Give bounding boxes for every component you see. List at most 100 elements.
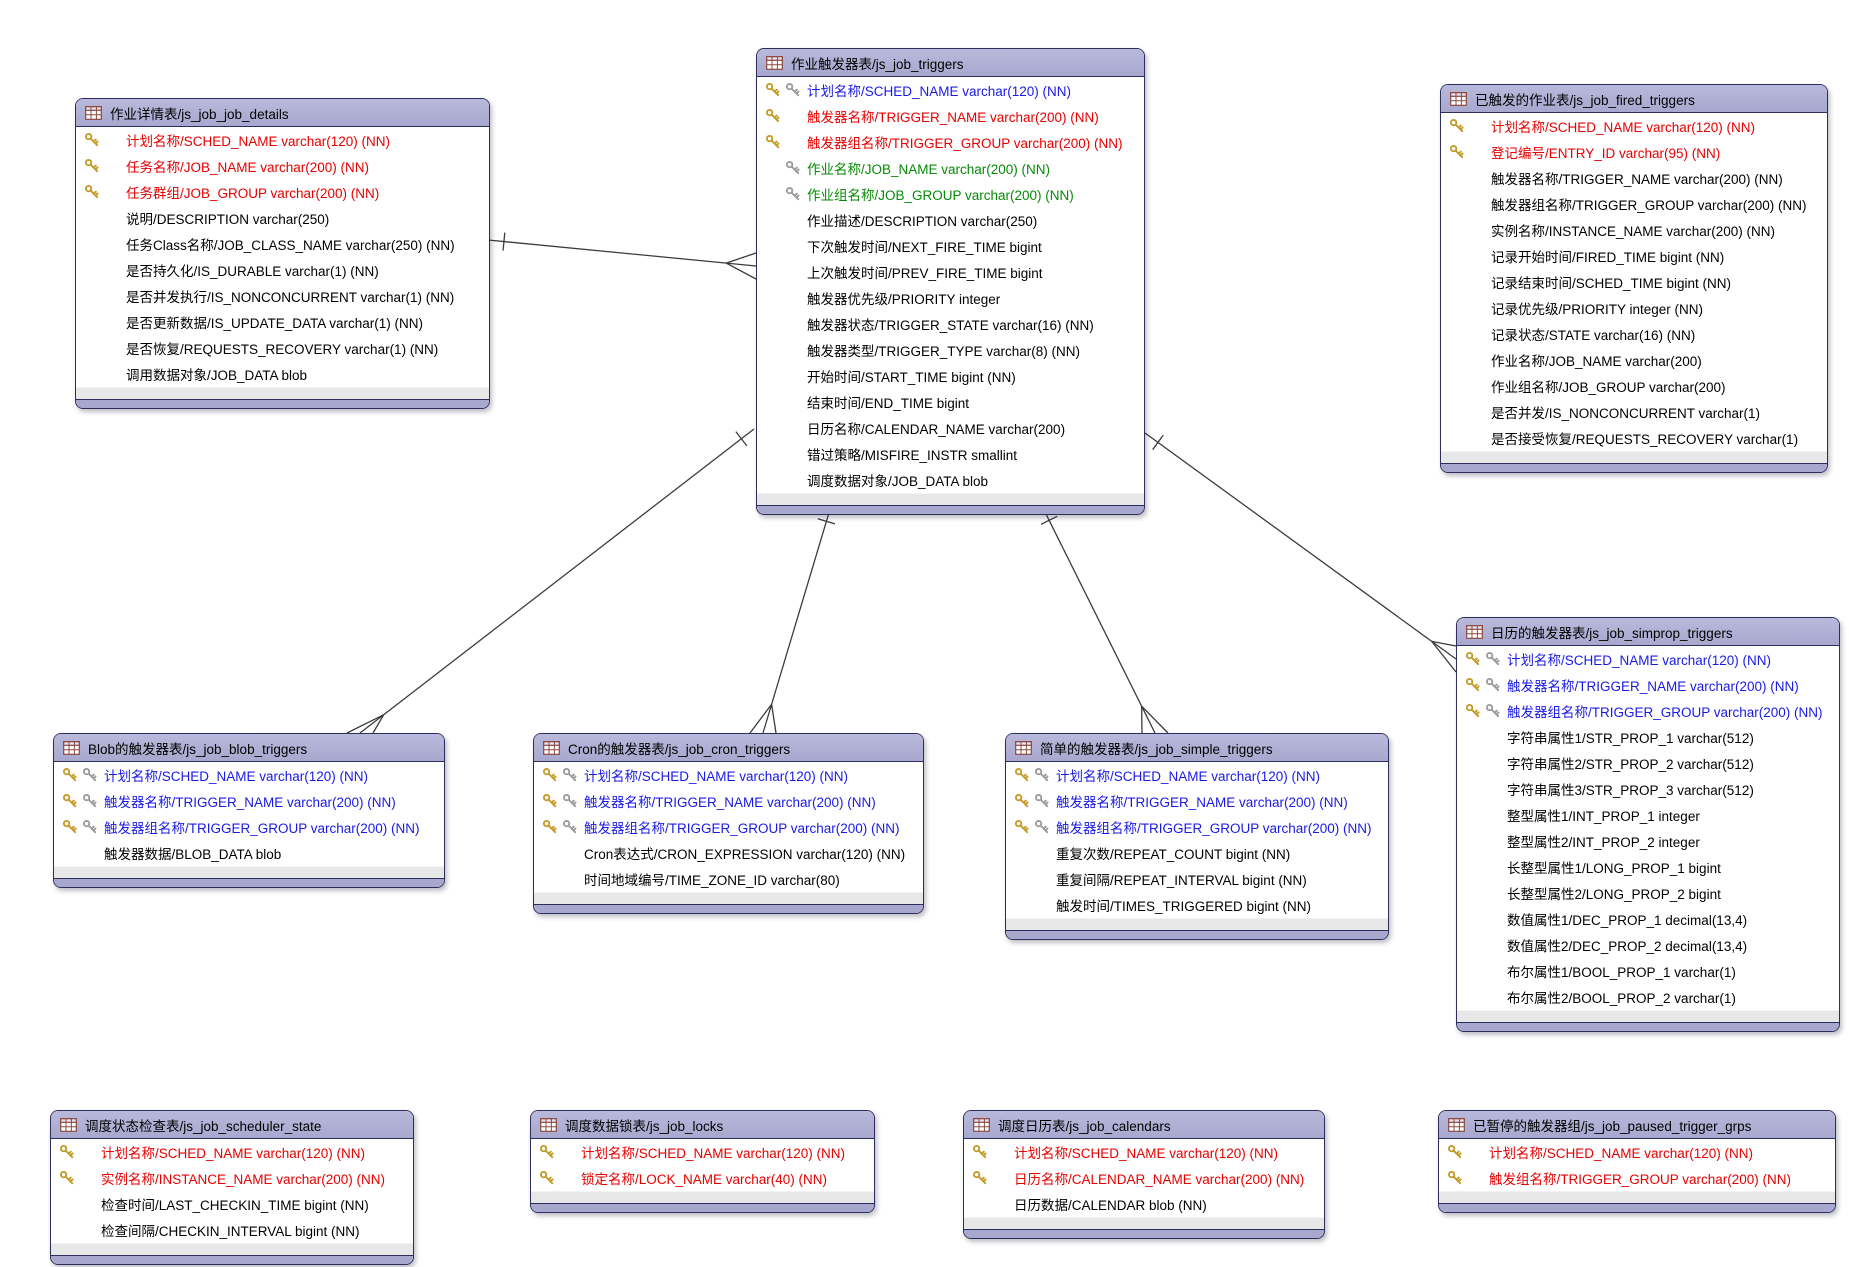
table-column-row[interactable]: 触发器组名称/TRIGGER_GROUP varchar(200) (NN) (1441, 191, 1827, 217)
relationship-triggers-to-blob[interactable] (346, 428, 755, 734)
table-header[interactable]: 调度状态检查表/js_job_scheduler_state (51, 1111, 413, 1139)
table-column-row[interactable]: 计划名称/SCHED_NAME varchar(120) (NN) (534, 762, 923, 788)
table-column-row[interactable]: 长整型属性1/LONG_PROP_1 bigint (1457, 854, 1839, 880)
table-column-row[interactable]: 字符串属性1/STR_PROP_1 varchar(512) (1457, 724, 1839, 750)
table-column-row[interactable]: 计划名称/SCHED_NAME varchar(120) (NN) (1457, 646, 1839, 672)
table-column-row[interactable]: 日历名称/CALENDAR_NAME varchar(200) (757, 415, 1144, 441)
table-header[interactable]: 已暂停的触发器组/js_job_paused_trigger_grps (1439, 1111, 1835, 1139)
table-column-row[interactable]: 触发器组名称/TRIGGER_GROUP varchar(200) (NN) (534, 814, 923, 840)
table-column-row[interactable]: 布尔属性2/BOOL_PROP_2 varchar(1) (1457, 984, 1839, 1010)
table-column-row[interactable]: 触发器数据/BLOB_DATA blob (54, 840, 444, 866)
table-header[interactable]: 调度数据锁表/js_job_locks (531, 1111, 874, 1139)
table-column-row[interactable]: 作业组名称/JOB_GROUP varchar(200) (NN) (757, 181, 1144, 207)
table-column-row[interactable]: 字符串属性3/STR_PROP_3 varchar(512) (1457, 776, 1839, 802)
table-column-row[interactable]: 计划名称/SCHED_NAME varchar(120) (NN) (1441, 113, 1827, 139)
relationship-details-to-triggers[interactable] (487, 232, 757, 280)
table-column-row[interactable]: 任务群组/JOB_GROUP varchar(200) (NN) (76, 179, 489, 205)
table-column-row[interactable]: 任务名称/JOB_NAME varchar(200) (NN) (76, 153, 489, 179)
table-column-row[interactable]: 记录状态/STATE varchar(16) (NN) (1441, 321, 1827, 347)
er-table-js_job_blob_triggers[interactable]: Blob的触发器表/js_job_blob_triggers 计划名称/SCHE… (53, 733, 445, 888)
table-column-row[interactable]: 布尔属性1/BOOL_PROP_1 varchar(1) (1457, 958, 1839, 984)
table-column-row[interactable]: 计划名称/SCHED_NAME varchar(120) (NN) (964, 1139, 1324, 1165)
table-column-row[interactable]: 日历数据/CALENDAR blob (NN) (964, 1191, 1324, 1217)
table-column-row[interactable]: 是否并发/IS_NONCONCURRENT varchar(1) (1441, 399, 1827, 425)
table-column-row[interactable]: 计划名称/SCHED_NAME varchar(120) (NN) (1006, 762, 1388, 788)
er-table-js_job_simprop_triggers[interactable]: 日历的触发器表/js_job_simprop_triggers 计划名称/SCH… (1456, 617, 1840, 1032)
table-column-row[interactable]: 计划名称/SCHED_NAME varchar(120) (NN) (51, 1139, 413, 1165)
table-column-row[interactable]: 触发器状态/TRIGGER_STATE varchar(16) (NN) (757, 311, 1144, 337)
table-column-row[interactable]: 计划名称/SCHED_NAME varchar(120) (NN) (1439, 1139, 1835, 1165)
table-column-row[interactable]: 计划名称/SCHED_NAME varchar(120) (NN) (757, 77, 1144, 103)
table-column-row[interactable]: 任务Class名称/JOB_CLASS_NAME varchar(250) (N… (76, 231, 489, 257)
table-column-row[interactable]: 触发器名称/TRIGGER_NAME varchar(200) (NN) (1457, 672, 1839, 698)
table-column-row[interactable]: 记录结束时间/SCHED_TIME bigint (NN) (1441, 269, 1827, 295)
er-table-js_job_scheduler_state[interactable]: 调度状态检查表/js_job_scheduler_state 计划名称/SCHE… (50, 1110, 414, 1265)
relationship-triggers-to-simple[interactable] (1040, 505, 1169, 734)
table-column-row[interactable]: 锁定名称/LOCK_NAME varchar(40) (NN) (531, 1165, 874, 1191)
table-column-row[interactable]: 计划名称/SCHED_NAME varchar(120) (NN) (531, 1139, 874, 1165)
table-column-row[interactable]: Cron表达式/CRON_EXPRESSION varchar(120) (NN… (534, 840, 923, 866)
table-column-row[interactable]: 长整型属性2/LONG_PROP_2 bigint (1457, 880, 1839, 906)
table-column-row[interactable]: 作业名称/JOB_NAME varchar(200) (1441, 347, 1827, 373)
table-column-row[interactable]: 下次触发时间/NEXT_FIRE_TIME bigint (757, 233, 1144, 259)
table-column-row[interactable]: 检查间隔/CHECKIN_INTERVAL bigint (NN) (51, 1217, 413, 1243)
table-column-row[interactable]: 触发器名称/TRIGGER_NAME varchar(200) (NN) (1006, 788, 1388, 814)
table-column-row[interactable]: 结束时间/END_TIME bigint (757, 389, 1144, 415)
table-column-row[interactable]: 计划名称/SCHED_NAME varchar(120) (NN) (54, 762, 444, 788)
er-table-js_job_fired_triggers[interactable]: 已触发的作业表/js_job_fired_triggers 计划名称/SCHED… (1440, 84, 1828, 473)
table-column-row[interactable]: 触发器名称/TRIGGER_NAME varchar(200) (NN) (757, 103, 1144, 129)
table-column-row[interactable]: 上次触发时间/PREV_FIRE_TIME bigint (757, 259, 1144, 285)
er-table-js_job_simple_triggers[interactable]: 简单的触发器表/js_job_simple_triggers 计划名称/SCHE… (1005, 733, 1389, 940)
table-column-row[interactable]: 字符串属性2/STR_PROP_2 varchar(512) (1457, 750, 1839, 776)
table-header[interactable]: 日历的触发器表/js_job_simprop_triggers (1457, 618, 1839, 646)
table-column-row[interactable]: 记录优先级/PRIORITY integer (NN) (1441, 295, 1827, 321)
table-column-row[interactable]: 作业组名称/JOB_GROUP varchar(200) (1441, 373, 1827, 399)
table-column-row[interactable]: 作业名称/JOB_NAME varchar(200) (NN) (757, 155, 1144, 181)
table-column-row[interactable]: 触发时间/TIMES_TRIGGERED bigint (NN) (1006, 892, 1388, 918)
table-column-row[interactable]: 实例名称/INSTANCE_NAME varchar(200) (NN) (1441, 217, 1827, 243)
table-column-row[interactable]: 是否更新数据/IS_UPDATE_DATA varchar(1) (NN) (76, 309, 489, 335)
table-column-row[interactable]: 是否恢复/REQUESTS_RECOVERY varchar(1) (NN) (76, 335, 489, 361)
table-column-row[interactable]: 重复次数/REPEAT_COUNT bigint (NN) (1006, 840, 1388, 866)
er-table-js_job_cron_triggers[interactable]: Cron的触发器表/js_job_cron_triggers 计划名称/SCHE… (533, 733, 924, 914)
table-column-row[interactable]: 触发器组名称/TRIGGER_GROUP varchar(200) (NN) (1006, 814, 1388, 840)
table-column-row[interactable]: 检查时间/LAST_CHECKIN_TIME bigint (NN) (51, 1191, 413, 1217)
table-column-row[interactable]: 登记编号/ENTRY_ID varchar(95) (NN) (1441, 139, 1827, 165)
table-column-row[interactable]: 错过策略/MISFIRE_INSTR smallint (757, 441, 1144, 467)
table-column-row[interactable]: 日历名称/CALENDAR_NAME varchar(200) (NN) (964, 1165, 1324, 1191)
table-column-row[interactable]: 整型属性2/INT_PROP_2 integer (1457, 828, 1839, 854)
table-header[interactable]: Blob的触发器表/js_job_blob_triggers (54, 734, 444, 762)
table-column-row[interactable]: 触发器组名称/TRIGGER_GROUP varchar(200) (NN) (757, 129, 1144, 155)
table-column-row[interactable]: 触发器组名称/TRIGGER_GROUP varchar(200) (NN) (54, 814, 444, 840)
table-column-row[interactable]: 记录开始时间/FIRED_TIME bigint (NN) (1441, 243, 1827, 269)
table-header[interactable]: 作业详情表/js_job_job_details (76, 99, 489, 127)
table-column-row[interactable]: 调用数据对象/JOB_DATA blob (76, 361, 489, 387)
er-table-js_job_paused_trigger_grps[interactable]: 已暂停的触发器组/js_job_paused_trigger_grps 计划名称… (1438, 1110, 1836, 1213)
table-header[interactable]: 简单的触发器表/js_job_simple_triggers (1006, 734, 1388, 762)
table-column-row[interactable]: 时间地域编号/TIME_ZONE_ID varchar(80) (534, 866, 923, 892)
table-column-row[interactable]: 数值属性1/DEC_PROP_1 decimal(13,4) (1457, 906, 1839, 932)
table-header[interactable]: Cron的触发器表/js_job_cron_triggers (534, 734, 923, 762)
table-column-row[interactable]: 实例名称/INSTANCE_NAME varchar(200) (NN) (51, 1165, 413, 1191)
table-column-row[interactable]: 是否持久化/IS_DURABLE varchar(1) (NN) (76, 257, 489, 283)
table-column-row[interactable]: 触发组名称/TRIGGER_GROUP varchar(200) (NN) (1439, 1165, 1835, 1191)
table-header[interactable]: 已触发的作业表/js_job_fired_triggers (1441, 85, 1827, 113)
table-column-row[interactable]: 说明/DESCRIPTION varchar(250) (76, 205, 489, 231)
er-table-js_job_locks[interactable]: 调度数据锁表/js_job_locks 计划名称/SCHED_NAME varc… (530, 1110, 875, 1213)
er-table-js_job_triggers[interactable]: 作业触发器表/js_job_triggers 计划名称/SCHED_NAME v… (756, 48, 1145, 515)
table-column-row[interactable]: 是否接受恢复/REQUESTS_RECOVERY varchar(1) (1441, 425, 1827, 451)
table-column-row[interactable]: 重复间隔/REPEAT_INTERVAL bigint (NN) (1006, 866, 1388, 892)
table-column-row[interactable]: 调度数据对象/JOB_DATA blob (757, 467, 1144, 493)
relationship-triggers-to-cron[interactable] (749, 505, 836, 734)
table-column-row[interactable]: 计划名称/SCHED_NAME varchar(120) (NN) (76, 127, 489, 153)
er-table-js_job_calendars[interactable]: 调度日历表/js_job_calendars 计划名称/SCHED_NAME v… (963, 1110, 1325, 1239)
table-header[interactable]: 作业触发器表/js_job_triggers (757, 49, 1144, 77)
table-column-row[interactable]: 开始时间/START_TIME bigint (NN) (757, 363, 1144, 389)
table-column-row[interactable]: 触发器优先级/PRIORITY integer (757, 285, 1144, 311)
relationship-triggers-to-simprop[interactable] (1144, 432, 1457, 673)
table-column-row[interactable]: 整型属性1/INT_PROP_1 integer (1457, 802, 1839, 828)
table-column-row[interactable]: 作业描述/DESCRIPTION varchar(250) (757, 207, 1144, 233)
table-column-row[interactable]: 数值属性2/DEC_PROP_2 decimal(13,4) (1457, 932, 1839, 958)
er-table-js_job_job_details[interactable]: 作业详情表/js_job_job_details 计划名称/SCHED_NAME… (75, 98, 490, 409)
